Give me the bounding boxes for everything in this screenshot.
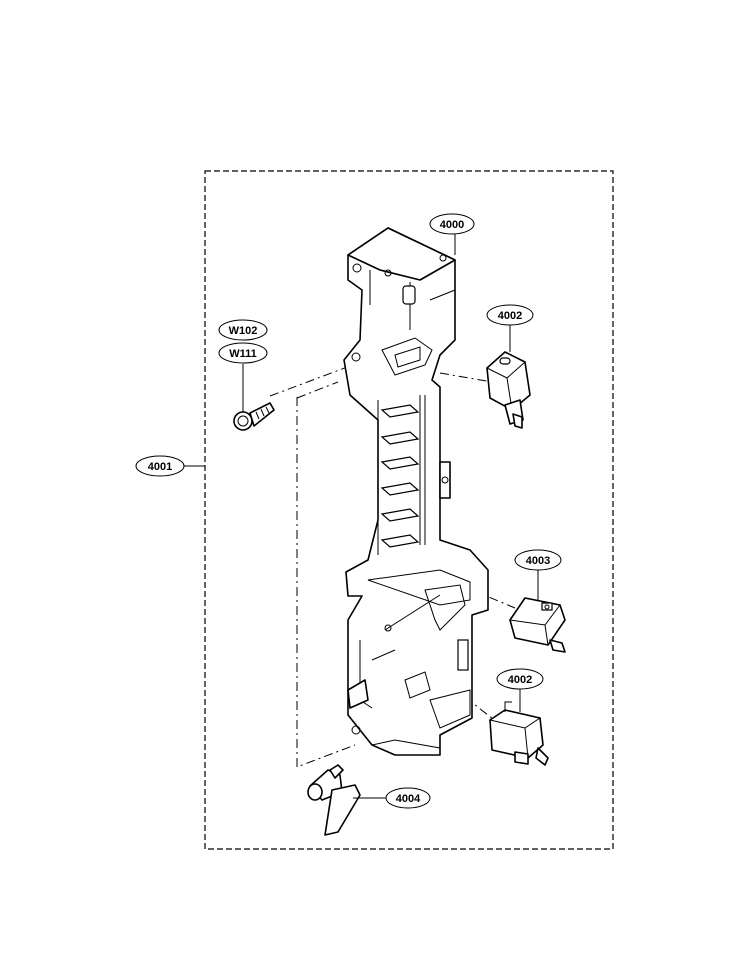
svg-text:4000: 4000 bbox=[440, 219, 464, 231]
svg-text:4002: 4002 bbox=[508, 674, 532, 686]
switch-lower-part bbox=[488, 701, 549, 766]
callout-4002-upper: 4002 bbox=[486, 304, 534, 326]
leader-lines bbox=[184, 234, 539, 799]
callout-4001: 4001 bbox=[135, 455, 185, 477]
switch-middle-part bbox=[509, 597, 566, 653]
callout-4004: 4004 bbox=[385, 787, 431, 809]
callout-4002-lower: 4002 bbox=[496, 668, 544, 690]
svg-text:4001: 4001 bbox=[148, 461, 172, 473]
callout-w111: W111 bbox=[218, 342, 268, 364]
callout-4000: 4000 bbox=[429, 213, 475, 235]
svg-text:W111: W111 bbox=[229, 348, 257, 360]
switch-upper-part bbox=[486, 351, 531, 429]
vent-slots bbox=[380, 404, 420, 548]
callout-4003: 4003 bbox=[514, 549, 562, 571]
svg-text:W102: W102 bbox=[229, 325, 258, 337]
svg-text:4002: 4002 bbox=[498, 310, 522, 322]
assembly-boundary bbox=[204, 170, 614, 850]
main-frame-part bbox=[343, 227, 489, 756]
screw-part bbox=[233, 402, 275, 431]
svg-text:4004: 4004 bbox=[396, 793, 421, 805]
callout-w102: W102 bbox=[218, 319, 268, 341]
svg-text:4003: 4003 bbox=[526, 555, 550, 567]
lever-part bbox=[307, 764, 361, 836]
